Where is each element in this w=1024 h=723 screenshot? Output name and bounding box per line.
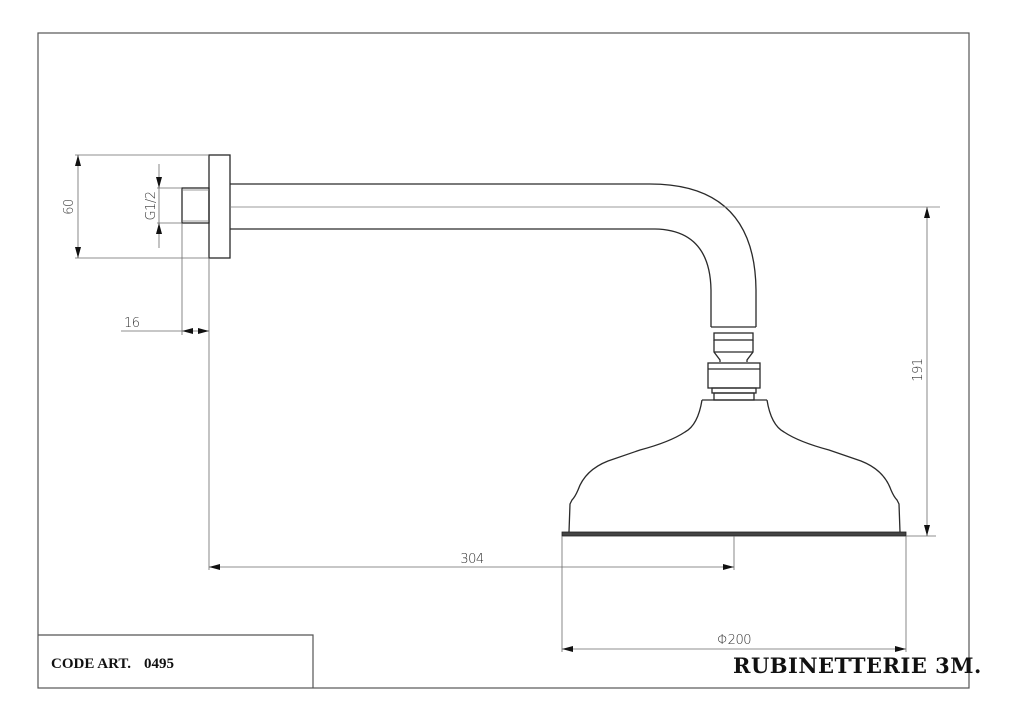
arrow-down-icon <box>75 247 81 258</box>
arrow-left-icon <box>182 328 193 334</box>
dim-label-flange-height: 60 <box>62 199 77 215</box>
arrow-up-icon <box>156 223 162 234</box>
collar-lower <box>713 392 755 401</box>
arrow-right-icon <box>895 646 906 652</box>
joint-nut <box>707 362 761 389</box>
threaded-connector <box>181 187 210 224</box>
dimension-16: 16 <box>121 223 210 570</box>
arrow-up-icon <box>75 155 81 166</box>
shower-head-bell <box>568 399 901 533</box>
dim-label-arm-projection: 304 <box>460 552 484 567</box>
dim-label-drop-height: 191 <box>911 358 926 381</box>
arrow-right-icon <box>723 564 734 570</box>
arrow-left-icon <box>562 646 573 652</box>
arrow-right-icon <box>198 328 209 334</box>
dim-label-head-diameter: Φ200 <box>717 633 751 648</box>
shower-head-rim <box>561 531 907 537</box>
arm-inner-edge <box>230 228 712 327</box>
drawing-frame <box>37 32 970 689</box>
title-block: CODE ART. 0495 <box>38 634 314 688</box>
shower-arm-assembly <box>181 154 940 537</box>
code-label: CODE ART. <box>51 656 131 672</box>
arrow-down-icon <box>156 177 162 188</box>
dimension-191: 191 <box>906 207 936 537</box>
dimension-304: 304 <box>209 536 735 570</box>
dim-label-thread: G1/2 <box>144 192 159 221</box>
dimension-60: 60 <box>62 154 209 259</box>
brand-logo: RUBINETTERIE 3M. <box>733 653 982 678</box>
arrow-left-icon <box>209 564 220 570</box>
title-block-border <box>38 634 314 688</box>
arrow-down-icon <box>924 525 930 536</box>
collar <box>711 387 757 394</box>
wall-flange <box>208 154 231 259</box>
arm-outer-edge <box>230 183 757 327</box>
code-value: 0495 <box>144 656 174 672</box>
dimension-200: Φ200 <box>561 536 907 652</box>
joint-neck <box>713 340 754 362</box>
arrow-up-icon <box>924 207 930 218</box>
dimension-thread: G1/2 <box>144 164 182 248</box>
dim-label-flange-depth: 16 <box>124 316 140 331</box>
joint-ring <box>713 332 754 341</box>
